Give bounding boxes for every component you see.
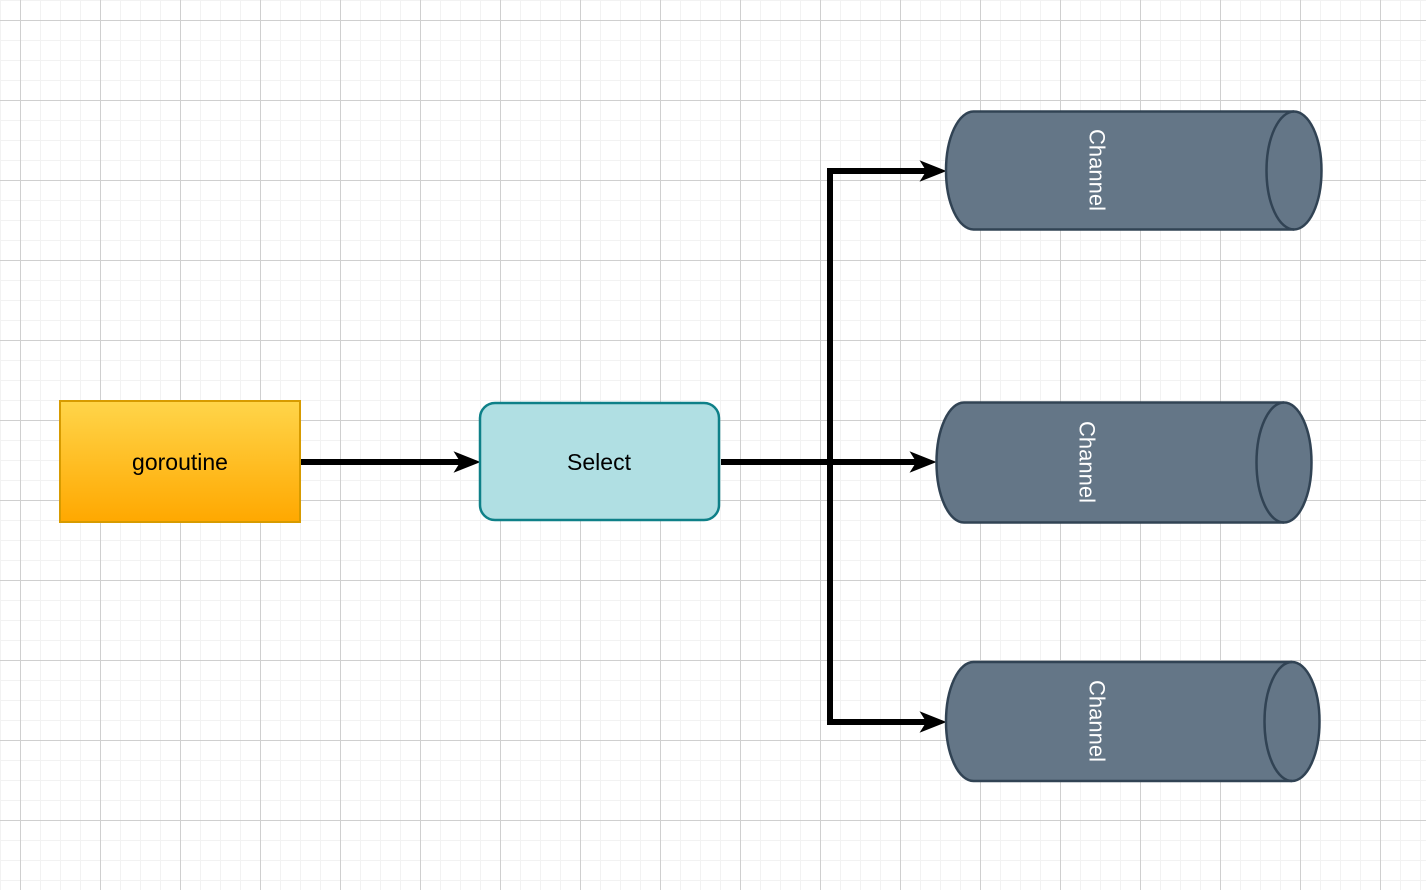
edge-select-to-channel-bottom-arrowhead: [919, 711, 947, 733]
edge-select-to-channel-bottom[interactable]: [827, 711, 947, 733]
edge-goroutine-to-select-arrowhead: [453, 451, 481, 473]
edge-layer: [300, 160, 947, 733]
edge-goroutine-to-select[interactable]: [300, 451, 481, 473]
node-channel-top-body: [944, 110, 1323, 231]
edge-select-to-channel-middle[interactable]: [721, 451, 937, 473]
node-goroutine-shape: [59, 400, 301, 523]
node-channel-top[interactable]: Channel: [944, 110, 1323, 231]
edge-select-to-channel-top[interactable]: [827, 160, 947, 182]
edge-select-to-channel-top-arrowhead: [919, 160, 947, 182]
node-channel-middle[interactable]: Channel: [935, 401, 1313, 524]
node-channel-bottom-label: Channel: [1085, 680, 1110, 762]
node-channel-middle-endcap: [1255, 401, 1285, 524]
node-select[interactable]: Select: [478, 401, 721, 522]
node-channel-top-endcap: [1265, 110, 1295, 231]
node-select-shape: [478, 401, 721, 522]
node-goroutine[interactable]: goroutine: [59, 400, 301, 523]
node-channel-bottom[interactable]: Channel: [944, 660, 1321, 783]
node-channel-bottom-endcap: [1263, 660, 1293, 783]
edge-select-to-channel-middle-arrowhead: [909, 451, 937, 473]
node-select-label: Select: [567, 449, 632, 475]
node-channel-top-label: Channel: [1085, 129, 1110, 211]
node-goroutine-label: goroutine: [132, 449, 228, 475]
node-channel-middle-label: Channel: [1075, 421, 1100, 503]
